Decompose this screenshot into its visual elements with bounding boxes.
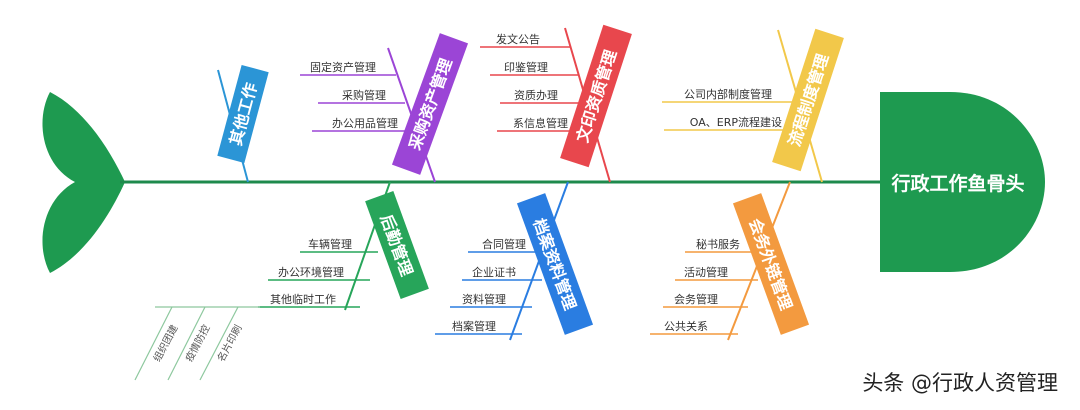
- category-label-external: 会务外链管理: [732, 193, 810, 335]
- list-item: 办公环境管理: [278, 265, 344, 279]
- list-item: 公司内部制度管理: [684, 87, 772, 101]
- list-item: 发文公告: [496, 32, 540, 46]
- list-item: 秘书服务: [696, 237, 740, 251]
- branch-logistics: 车辆管理 办公环境管理 其他临时工作 组织团建 疫情防控 名片印刷 后勤管理: [134, 181, 429, 381]
- list-item: 其他临时工作: [270, 292, 336, 306]
- list-item: 系信息管理: [513, 116, 568, 130]
- svg-text:组织团建: 组织团建: [150, 323, 180, 364]
- fish-tail: [42, 92, 126, 273]
- sub-item-line: [199, 306, 239, 381]
- list-item: 会务管理: [674, 292, 718, 306]
- list-item: 档案管理: [452, 319, 496, 333]
- list-item: 资料管理: [462, 292, 506, 306]
- list-item: 固定资产管理: [310, 60, 376, 74]
- list-item: 办公用品管理: [332, 116, 398, 130]
- category-label-archive: 档案资料管理: [516, 193, 594, 335]
- head-label: 行政工作鱼骨头: [890, 172, 1024, 195]
- category-label-logistics: 后勤管理: [365, 191, 429, 299]
- list-item: 采购管理: [342, 88, 386, 102]
- list-item: 活动管理: [684, 265, 728, 279]
- branch-other: 其他工作: [217, 64, 269, 183]
- sub-item-line: [134, 306, 173, 381]
- list-item: 车辆管理: [308, 237, 352, 251]
- branch-archive: 合同管理 企业证书 资料管理 档案管理 档案资料管理: [435, 181, 594, 341]
- watermark: 头条 @行政人资管理: [862, 371, 1058, 395]
- list-item: 公共关系: [664, 319, 708, 333]
- list-item: 资质办理: [514, 89, 558, 102]
- category-label-procure: 采购资产管理: [391, 33, 469, 175]
- category-box: [560, 24, 632, 168]
- category-box: [365, 191, 429, 299]
- category-box: [772, 28, 844, 172]
- category-box: [516, 193, 594, 335]
- list-item: 印鉴管理: [504, 60, 548, 74]
- fish-head: [880, 92, 1045, 272]
- category-label-other: 其他工作: [217, 64, 269, 164]
- sub-item: 组织团建: [150, 323, 180, 364]
- branch-procure: 固定资产管理 采购管理 办公用品管理 采购资产管理: [300, 33, 469, 183]
- list-item: OA、ERP流程建设: [690, 115, 782, 129]
- category-box: [391, 33, 469, 175]
- sub-item-line: [167, 306, 206, 381]
- category-box: [732, 193, 810, 335]
- category-box: [217, 64, 269, 164]
- list-item: 合同管理: [482, 237, 526, 251]
- branch-process: 公司内部制度管理 OA、ERP流程建设 流程制度管理: [662, 28, 844, 183]
- branch-external: 秘书服务 活动管理 会务管理 公共关系 会务外链管理: [650, 181, 810, 341]
- list-item: 企业证书: [472, 265, 516, 279]
- branch-docs: 发文公告 印鉴管理 资质办理 系信息管理 文印资质管理: [480, 24, 632, 183]
